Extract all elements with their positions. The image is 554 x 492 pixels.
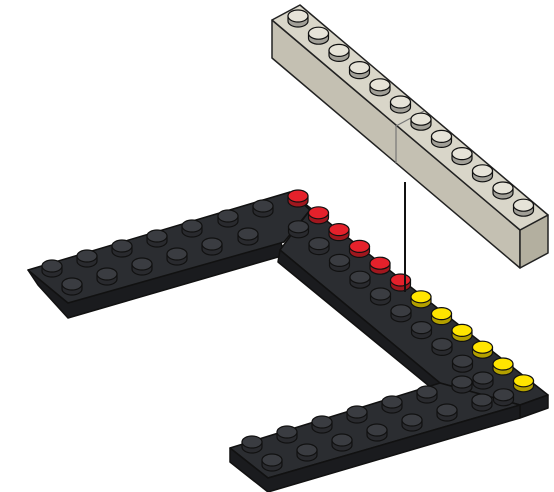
yellow-stud [432, 308, 452, 325]
grey-stud [350, 62, 370, 79]
black-stud [412, 322, 432, 339]
black-stud [147, 230, 167, 247]
black-stud [494, 389, 514, 406]
grey-stud [432, 130, 452, 147]
black-stud [473, 372, 493, 389]
black-stud [42, 260, 62, 277]
black-stud [402, 414, 422, 431]
red-stud [309, 207, 329, 224]
grey-stud [493, 182, 513, 199]
black-stud [332, 434, 352, 451]
black-stud [371, 288, 391, 305]
black-stud [167, 248, 187, 265]
grey-stud [370, 79, 390, 96]
black-stud [253, 200, 273, 217]
black-stud [350, 271, 370, 288]
grey-stud [514, 199, 534, 216]
black-stud [202, 238, 222, 255]
black-stud [309, 238, 329, 255]
black-stud [132, 258, 152, 275]
black-stud [297, 444, 317, 461]
red-stud [329, 224, 349, 241]
yellow-stud [473, 341, 493, 358]
yellow-stud [514, 375, 534, 392]
black-stud [218, 210, 238, 227]
black-stud [417, 386, 437, 403]
grey-stud [411, 113, 431, 130]
black-stud [238, 228, 258, 245]
black-stud [452, 376, 472, 393]
black-stud [453, 355, 473, 372]
grey-stud [309, 27, 329, 44]
grey-stud [288, 10, 308, 27]
yellow-stud [452, 324, 472, 341]
black-stud [330, 254, 350, 271]
grey-stud [452, 148, 472, 165]
black-stud [62, 278, 82, 295]
black-baseplate [28, 192, 548, 492]
grey-stud [329, 44, 349, 61]
black-stud [77, 250, 97, 267]
grey-stud [391, 96, 411, 113]
grey-stud [473, 165, 493, 182]
red-stud [350, 240, 370, 257]
red-stud [391, 274, 411, 291]
black-stud [382, 396, 402, 413]
black-stud [367, 424, 387, 441]
black-stud [432, 338, 452, 355]
black-stud [262, 454, 282, 471]
red-stud [370, 257, 390, 274]
black-stud [347, 406, 367, 423]
black-stud [472, 394, 492, 411]
black-stud [277, 426, 297, 443]
black-stud [437, 404, 457, 421]
red-stud [288, 190, 308, 207]
yellow-stud [493, 358, 513, 375]
black-stud [97, 268, 117, 285]
black-stud [242, 436, 262, 453]
black-stud [391, 305, 411, 322]
yellow-stud [411, 291, 431, 308]
black-stud [289, 221, 309, 238]
black-stud [112, 240, 132, 257]
black-stud [312, 416, 332, 433]
black-stud [182, 220, 202, 237]
